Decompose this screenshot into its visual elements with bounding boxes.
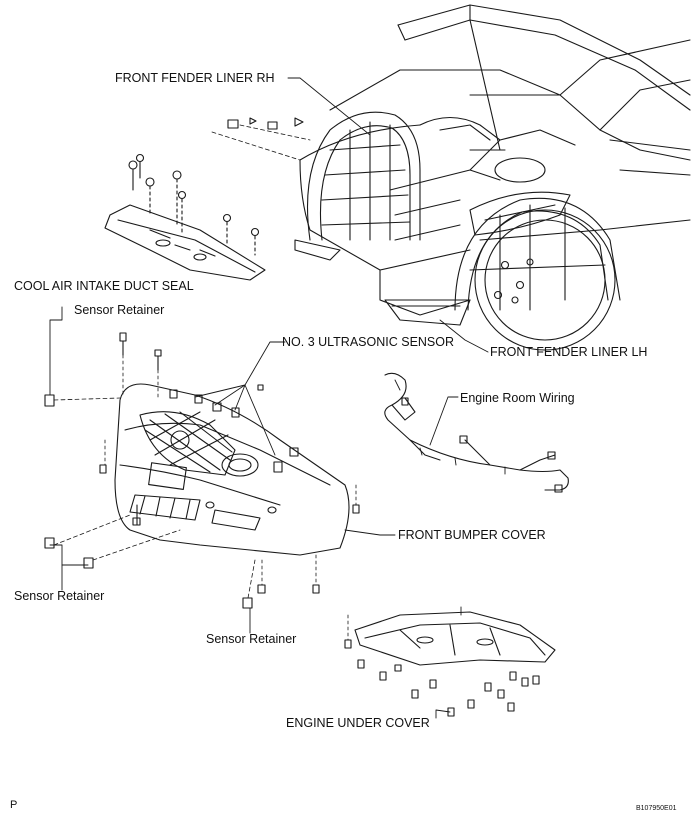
fender-liner-lh-clips xyxy=(493,258,534,304)
figure-code: B107950E01 xyxy=(636,805,677,812)
label-cool-air-intake-duct-seal: COOL AIR INTAKE DUCT SEAL xyxy=(14,279,194,293)
label-sensor-retainer-bottom: Sensor Retainer xyxy=(206,632,297,646)
sensor-retainer-parts xyxy=(44,394,256,609)
label-front-fender-liner-rh: FRONT FENDER LINER RH xyxy=(115,71,275,85)
engine-under-cover xyxy=(354,611,556,666)
engine-room-wiring xyxy=(384,372,569,493)
bumper-fasteners xyxy=(99,332,360,594)
page-marker: P xyxy=(10,799,18,811)
label-sensor-retainer-top: Sensor Retainer xyxy=(74,303,165,317)
leader-lines xyxy=(49,77,489,634)
label-no3-ultrasonic-sensor: NO. 3 ULTRASONIC SENSOR xyxy=(282,335,455,349)
label-engine-room-wiring: Engine Room Wiring xyxy=(460,391,575,405)
cool-air-intake-duct-seal xyxy=(104,204,266,281)
label-engine-under-cover: ENGINE UNDER COVER xyxy=(286,716,430,730)
front-bumper-cover xyxy=(114,383,350,556)
duct-seal-bolts xyxy=(128,153,260,256)
front-fender-liner-lh xyxy=(384,197,621,326)
label-front-fender-liner-lh: FRONT FENDER LINER LH xyxy=(490,345,648,359)
label-sensor-retainer-left: Sensor Retainer xyxy=(14,589,105,603)
fender-liner-rh-clips xyxy=(211,117,311,161)
under-cover-bolts xyxy=(344,606,540,719)
label-front-bumper-cover: FRONT BUMPER COVER xyxy=(398,528,546,542)
vehicle-front-body xyxy=(299,4,691,316)
front-fender-liner-rh xyxy=(294,111,421,261)
